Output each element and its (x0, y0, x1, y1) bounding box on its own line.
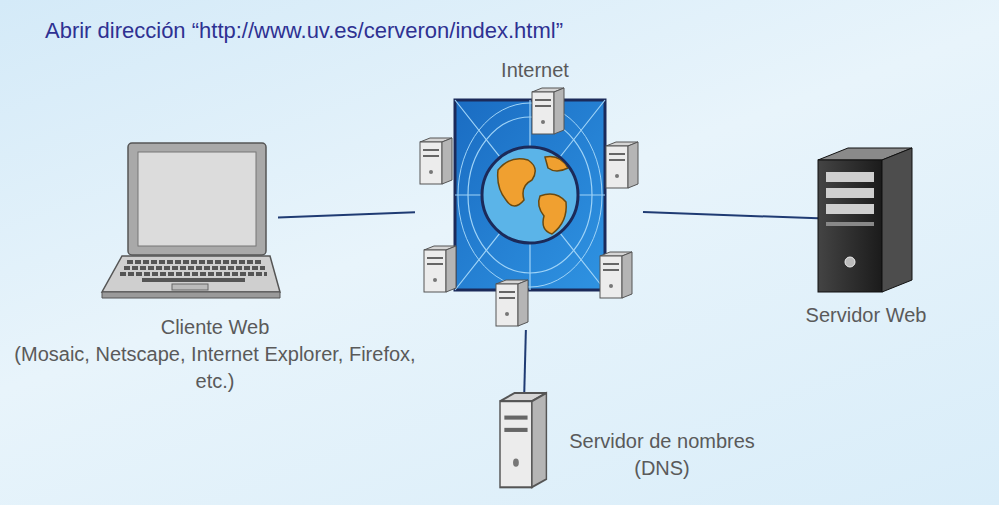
power-button (845, 257, 855, 267)
dns-server-icon (500, 393, 546, 487)
label-group: Servidor de nombres (DNS) (557, 428, 767, 482)
mini-server (532, 88, 564, 134)
web-ring (468, 117, 592, 273)
label-group: Cliente Web(Mosaic, Netscape, Internet E… (10, 314, 420, 395)
dns-server: Servidor de nombres (DNS) (498, 393, 548, 491)
label-group: Servidor Web (806, 302, 927, 329)
continent (545, 156, 568, 171)
space-bar (142, 278, 245, 282)
network-link (524, 330, 526, 393)
node-label: Servidor Web (806, 302, 927, 329)
label-group: Internet (501, 57, 569, 84)
continent (498, 159, 536, 206)
continents (498, 156, 568, 234)
node-label: Servidor de nombres (DNS) (557, 428, 767, 482)
drive-slot (826, 222, 874, 226)
globe (482, 147, 578, 243)
diagram-title: Abrir dirección “http://www.uv.es/cerver… (45, 18, 563, 44)
internet-cloud (420, 88, 638, 326)
key-row (120, 272, 267, 276)
network-link (278, 212, 415, 217)
web-server: Servidor Web (818, 148, 913, 292)
laptop-lid (128, 143, 266, 255)
drive-bay (826, 204, 874, 214)
laptop-edge (102, 292, 280, 298)
key-row (124, 266, 265, 270)
mini-server (420, 138, 452, 184)
server-front (818, 160, 882, 292)
node-label: Cliente Web (10, 314, 420, 341)
continent (539, 194, 567, 234)
mini-server (600, 252, 632, 298)
laptop-screen (138, 152, 256, 246)
web-server-icon (818, 148, 912, 292)
touchpad (172, 284, 208, 290)
network-link (643, 212, 818, 218)
laptop-icon (102, 143, 280, 298)
node-label: Internet (501, 57, 569, 84)
mini-server (424, 246, 456, 292)
drive-bay (826, 172, 874, 182)
laptop-base (102, 256, 280, 292)
drive-bay (826, 188, 874, 198)
client-laptop: Cliente Web(Mosaic, Netscape, Internet E… (100, 142, 278, 300)
web-strands (455, 100, 605, 290)
web-ring (458, 103, 602, 287)
mini-server (496, 280, 528, 326)
internet-square (455, 100, 605, 290)
internet-globe: Internet (415, 86, 643, 330)
node-sublabel: (Mosaic, Netscape, Internet Explorer, Fi… (10, 341, 420, 395)
mini-server (606, 142, 638, 188)
key-row (127, 260, 263, 264)
server-side (882, 148, 912, 292)
